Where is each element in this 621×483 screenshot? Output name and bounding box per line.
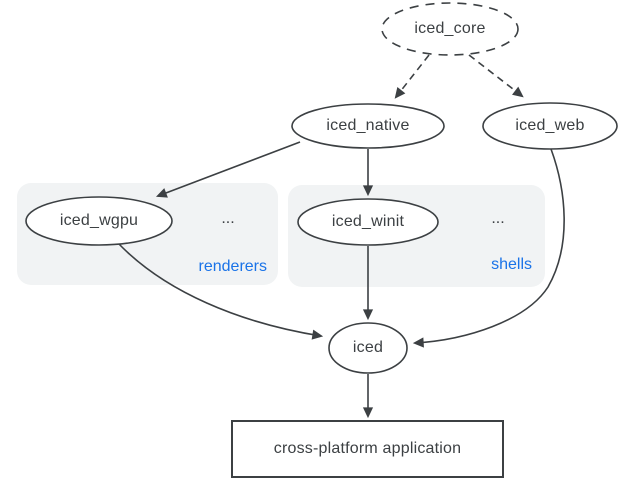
node-iced_core-shape: [381, 2, 519, 56]
edge-iced_web-iced: [412, 148, 565, 348]
node-iced_web-label: iced_web: [515, 117, 585, 134]
node-iced_native-label: iced_native: [326, 117, 410, 134]
node-iced_winit-label: iced_winit: [331, 213, 405, 230]
node-iced_winit-shape: [297, 198, 439, 246]
group-renderers-label: renderers: [198, 258, 267, 275]
node-iced_wgpu-shape: [25, 196, 173, 246]
node-iced-label: iced: [352, 339, 384, 356]
edge-iced_wgpu-iced: [117, 242, 324, 340]
group-shells-ellipsis: ...: [491, 210, 505, 227]
edge-iced_core-iced_web: [468, 54, 524, 98]
node-iced_core-label: iced_core: [414, 20, 486, 37]
node-iced_native-shape: [291, 103, 445, 149]
node-iced-shape: [328, 322, 408, 374]
edge-iced_native-iced_wgpu: [155, 141, 301, 198]
node-application-label: cross-platform application: [273, 440, 462, 457]
node-iced_web-shape: [482, 102, 618, 150]
node-iced_wgpu-label: iced_wgpu: [59, 212, 139, 229]
node-application-shape: [231, 420, 504, 478]
group-renderers-ellipsis: ...: [221, 210, 235, 227]
edge-iced_core-iced_native: [394, 54, 430, 99]
group-shells-label: shells: [491, 256, 532, 273]
